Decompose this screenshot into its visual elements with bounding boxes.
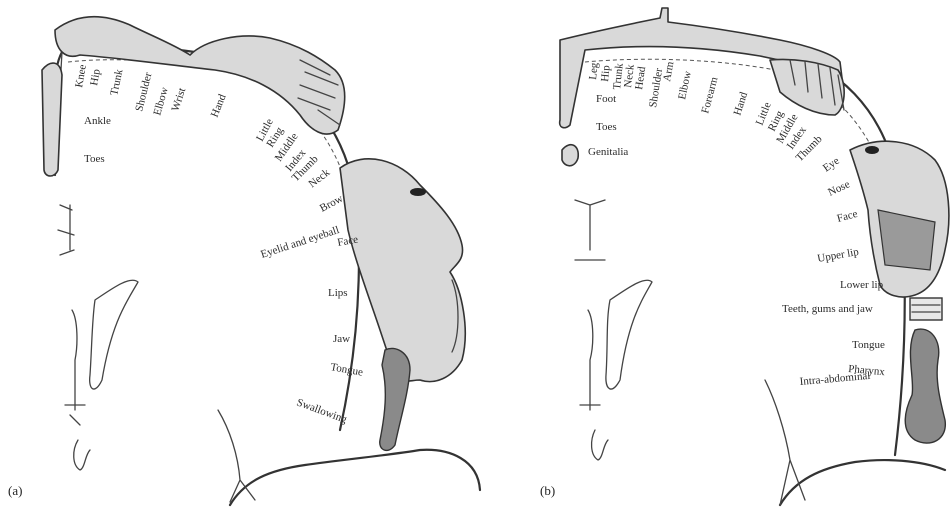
- panel-a-label-trunk: Trunk: [108, 68, 125, 97]
- panel-a-sulcus-2: [65, 310, 85, 425]
- panel-b-letter: (b): [540, 483, 555, 498]
- panel-a-eye: [410, 188, 426, 196]
- panel-b-label-arm: Arm: [661, 60, 676, 82]
- panel-a-sulcus-3: [74, 440, 90, 470]
- panel-b-label-head: Head: [633, 65, 648, 90]
- panel-b-label-face: Face: [836, 208, 859, 225]
- panel-b-label-teeth: Teeth, gums and jaw: [782, 303, 873, 315]
- panel-a-label-hip: Hip: [88, 68, 103, 87]
- panel-a-label-knee: Knee: [73, 63, 89, 88]
- panel-b-sensory-homunculus: Leg Hip Trunk Neck Head Shoulder Arm Elb…: [540, 8, 949, 505]
- panel-a-tongue: [380, 348, 410, 450]
- panel-a-lower-outline: [230, 450, 480, 505]
- panel-a-label-wrist: Wrist: [169, 86, 188, 113]
- panel-b-brainstem: [765, 380, 805, 505]
- panel-b-label-foot: Foot: [596, 93, 616, 105]
- panel-a-label-tongue: Tongue: [329, 361, 364, 379]
- panel-a-label-swallowing: Swallowing: [295, 397, 349, 426]
- panel-b-label-upper-lip: Upper lip: [816, 246, 860, 265]
- panel-b-label-hip: Hip: [599, 64, 612, 82]
- panel-b-sulcus-1: [606, 280, 652, 389]
- panel-a-sulcus-1: [90, 280, 138, 389]
- panel-a-label-brow: Brow: [318, 193, 345, 215]
- panel-a-label-eyelid: Eyelid and eyeball: [259, 224, 341, 261]
- panel-a-label-shoulder: Shoulder: [133, 71, 154, 113]
- panel-b-label-nose: Nose: [826, 178, 852, 198]
- panel-b-label-toes: Toes: [596, 121, 617, 133]
- panel-a-label-ankle: Ankle: [84, 115, 111, 127]
- panel-b-label-forearm: Forearm: [699, 75, 720, 115]
- panel-b-label-genitalia: Genitalia: [588, 146, 628, 158]
- panel-b-label-tongue: Tongue: [852, 339, 885, 351]
- panel-b-sulcus-4: [592, 430, 608, 460]
- panel-b-genitalia-shape: [562, 145, 578, 166]
- panel-b-label-lower-lip: Lower lip: [840, 279, 884, 291]
- panel-b-label-elbow: Elbow: [676, 70, 694, 101]
- panel-b-label-intra-abdominal: Intra-abdominal: [799, 370, 871, 388]
- panel-b-sulcus-2: [580, 310, 600, 410]
- panel-b-tongue-intestines: [905, 329, 945, 443]
- panel-a-label-elbow: Elbow: [151, 86, 170, 117]
- panel-a-label-lips: Lips: [328, 287, 348, 299]
- panel-a-letter: (a): [8, 483, 22, 498]
- panel-a-brainstem: [218, 410, 255, 502]
- panel-b-label-eye: Eye: [821, 155, 842, 175]
- panel-a-leg-down: [42, 63, 62, 176]
- panel-a-label-hand: Hand: [209, 92, 229, 119]
- panel-b-eye: [865, 146, 879, 154]
- panel-b-teeth: [910, 298, 942, 320]
- panel-a-label-toes: Toes: [84, 153, 105, 165]
- panel-b-sulcus-3: [575, 200, 605, 260]
- panel-a-label-jaw: Jaw: [333, 333, 350, 345]
- panel-b-label-hand: Hand: [731, 90, 750, 117]
- panel-a-motor-homunculus: Knee Hip Trunk Shoulder Elbow Wrist Hand…: [8, 17, 480, 505]
